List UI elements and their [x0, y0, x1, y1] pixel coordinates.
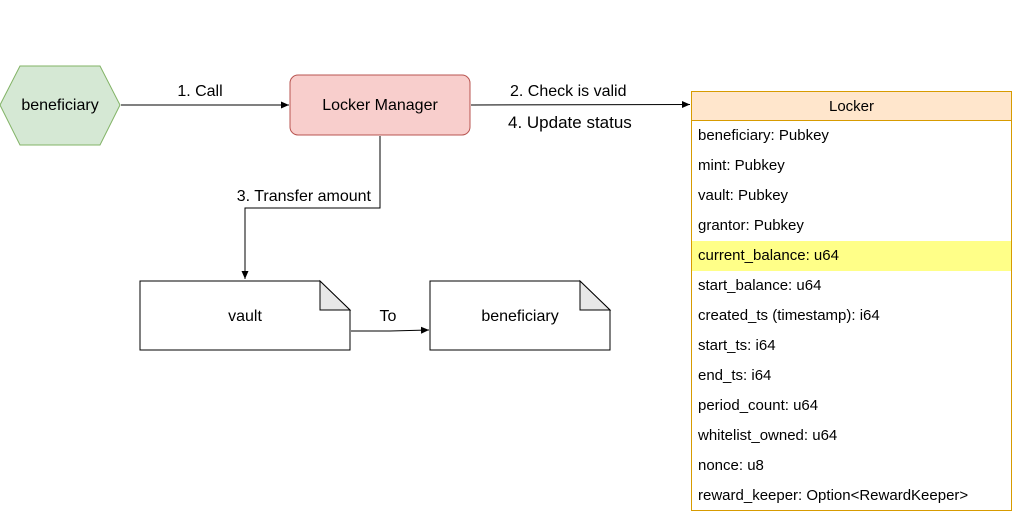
locker-field-period-count: period_count: u64: [698, 397, 819, 414]
beneficiary-fold-corner: [579, 279, 612, 311]
locker-field-current-balance: current_balance: u64: [692, 241, 1011, 271]
locker-field-end-ts: end_ts: i64: [698, 367, 772, 384]
transfer-arrow: [241, 136, 381, 279]
vault-note-shape: [139, 280, 351, 351]
locker-field-mint: mint: Pubkey: [698, 157, 785, 174]
locker-manager-node: Locker Manager: [289, 74, 471, 136]
locker-title: Locker: [692, 92, 1011, 121]
hexagon-shape: [0, 65, 121, 146]
beneficiary-note-shape: [429, 280, 611, 351]
locker-field-created-ts: created_ts (timestamp): i64: [698, 307, 880, 324]
check-update-arrow: [470, 101, 691, 109]
beneficiary-actor-label: beneficiary: [21, 97, 98, 114]
to-arrow: [351, 326, 430, 334]
beneficiary-account-node: beneficiary: [429, 279, 612, 351]
beneficiary-account-label: beneficiary: [481, 308, 558, 325]
locker-struct-table: Locker beneficiary: Pubkey mint: Pubkey …: [691, 91, 1012, 511]
locker-field-start-balance: start_balance: u64: [698, 277, 822, 294]
beneficiary-actor-node: beneficiary: [0, 65, 121, 146]
call-label: 1. Call: [177, 83, 222, 100]
locker-field-nonce: nonce: u8: [698, 457, 764, 474]
check-valid-label: 2. Check is valid: [510, 83, 627, 100]
locker-field-start-ts: start_ts: i64: [698, 337, 776, 354]
vault-fold-corner: [319, 279, 352, 311]
vault-label: vault: [228, 308, 262, 325]
locker-manager-label: Locker Manager: [322, 97, 438, 114]
update-status-label: 4. Update status: [508, 113, 632, 132]
locker-manager-box: [289, 74, 471, 136]
to-label: To: [380, 308, 397, 325]
transfer-label: 3. Transfer amount: [237, 188, 372, 205]
locker-field-whitelist-owned: whitelist_owned: u64: [698, 427, 838, 444]
locker-field-reward-keeper: reward_keeper: Option<RewardKeeper>: [698, 487, 969, 504]
locker-field-beneficiary: beneficiary: Pubkey: [698, 127, 829, 144]
vault-node: vault: [139, 279, 352, 351]
locker-field-vault: vault: Pubkey: [698, 187, 789, 204]
locker-field-grantor: grantor: Pubkey: [698, 217, 804, 234]
